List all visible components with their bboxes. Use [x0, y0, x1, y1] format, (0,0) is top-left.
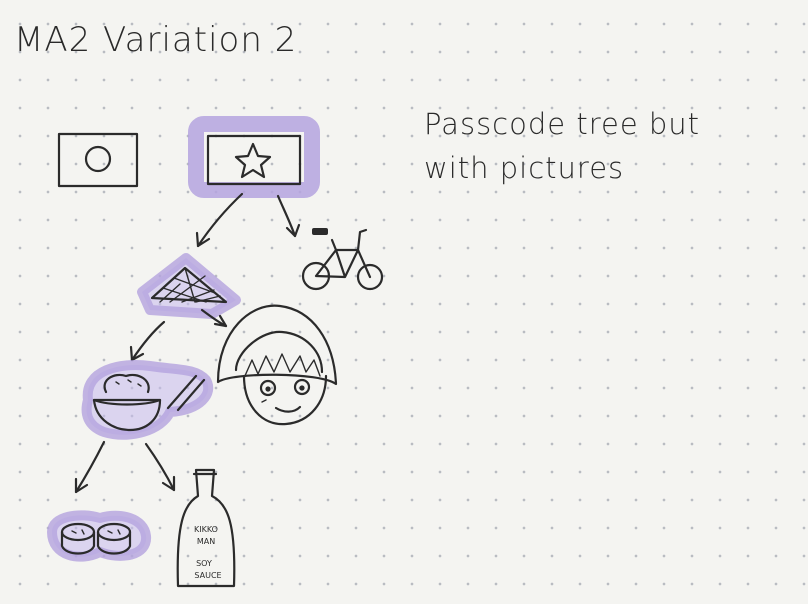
- right-eye: [293, 378, 311, 396]
- page-title: MA2 Variation 2: [14, 20, 298, 60]
- chopsticks: [166, 374, 206, 412]
- hair: [243, 353, 321, 379]
- circle-icon: [84, 145, 112, 173]
- bicycle-node: [301, 228, 384, 291]
- left-eye: [259, 379, 277, 397]
- arrow-rice-to-soy-sauce: [144, 442, 176, 492]
- side-note: Passcode tree but with pictures: [424, 102, 794, 190]
- front-wheel: [356, 263, 384, 291]
- star-flag-node: [188, 116, 320, 198]
- bowl: [92, 398, 162, 432]
- star-icon: [234, 142, 272, 179]
- smile: [274, 405, 302, 413]
- arrow-star-to-bicycle: [276, 194, 301, 238]
- arrow-star-to-net: [195, 192, 244, 248]
- bottle-outline: [176, 468, 236, 588]
- soy-sauce-node: KIKKO MAN SOY SAUCE: [176, 468, 236, 588]
- bottle-label-1: KIKKO: [194, 525, 218, 534]
- face-with-hat-node: [216, 304, 338, 426]
- note-line-1: Passcode tree but: [424, 107, 701, 141]
- arrow-net-to-rice: [129, 320, 166, 362]
- rice: [103, 373, 150, 394]
- bottle-label-2: MAN: [197, 537, 215, 546]
- bottle-label-4: SAUCE: [194, 571, 221, 580]
- rice-bowl-node: [81, 360, 214, 440]
- arrow-net-to-face: [200, 308, 228, 328]
- circle-flag-node: [57, 132, 139, 188]
- bicycle-seat: [312, 228, 328, 235]
- arrow-rice-to-sushi: [74, 440, 106, 494]
- sushi-node: [47, 510, 151, 562]
- net-node: [137, 253, 241, 319]
- bottle-label-3: SOY: [196, 559, 212, 568]
- face-outline: [242, 374, 328, 426]
- hat: [216, 304, 338, 386]
- note-line-2: with pictures: [424, 151, 625, 185]
